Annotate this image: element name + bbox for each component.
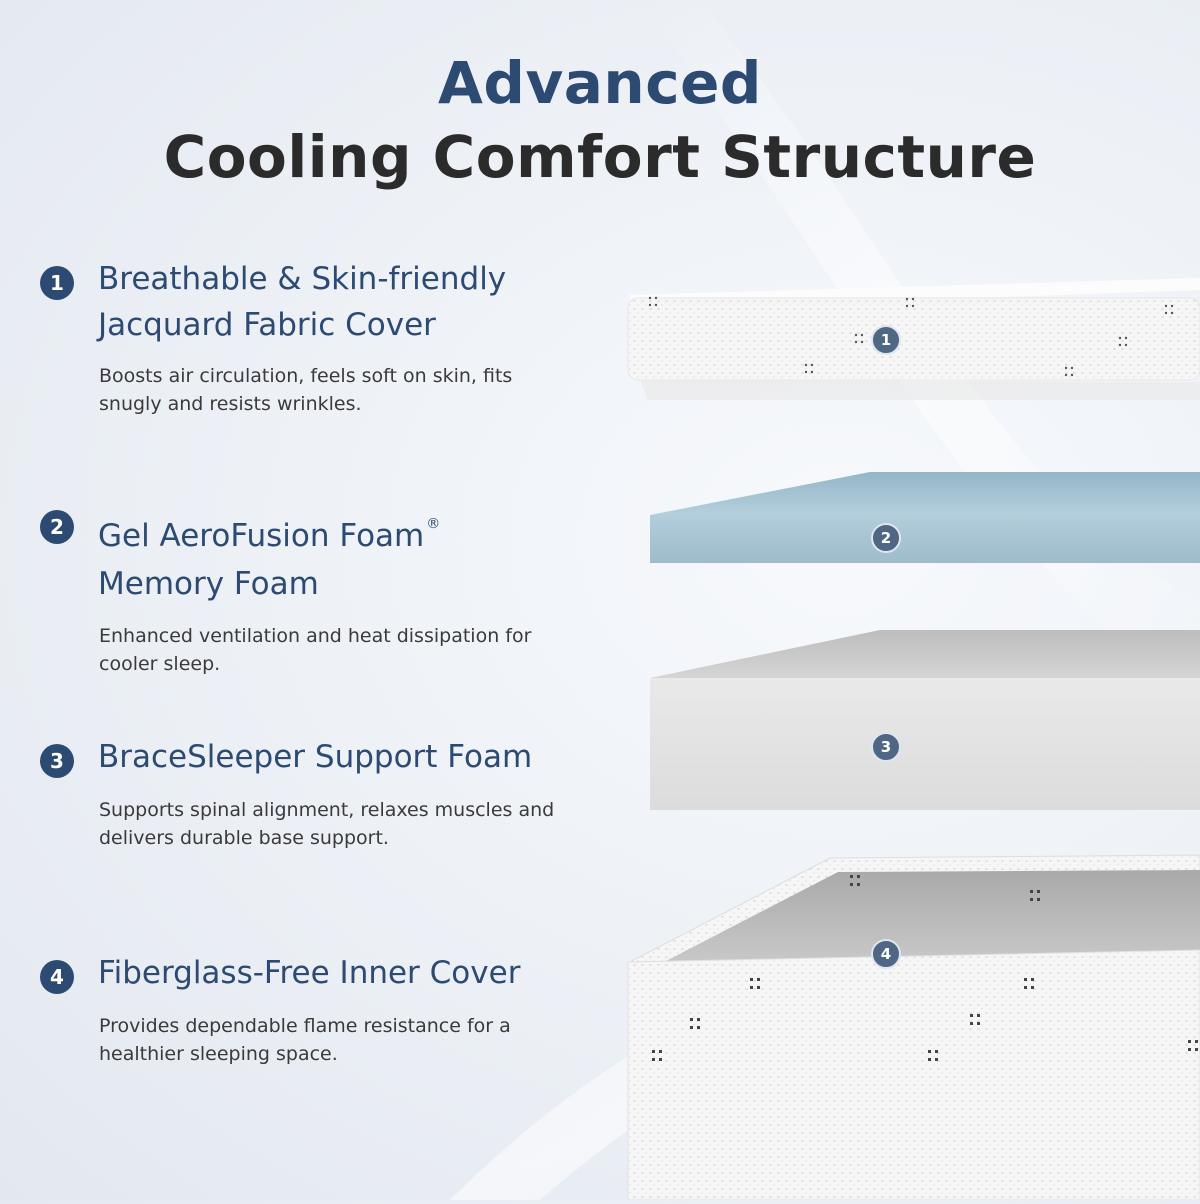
feature-support-foam: 3 BraceSleeper Support Foam Supports spi… [40,734,600,852]
feature-inner-cover: 4 Fiberglass-Free Inner Cover Provides d… [40,950,600,1068]
feature-heading-line-1: Gel AeroFusion Foam [98,518,425,554]
layer-support-foam [650,630,1200,810]
feature-description: Enhanced ventilation and heat dissipatio… [99,625,532,675]
feature-fabric-cover: 1 Breathable & Skin-friendly Jacquard Fa… [40,256,600,418]
feature-heading: BraceSleeper Support Foam [98,734,600,780]
title-line-2: Cooling Comfort Structure [163,123,1037,191]
feature-heading: Fiberglass-Free Inner Cover [98,950,600,996]
feature-heading: Gel AeroFusion Foam® Memory Foam [98,500,600,608]
feature-heading-line-1: Breathable & Skin-friendly [98,261,507,297]
layer-badge-2: 2 [871,523,901,553]
mattress-layers-illustration: 1 2 3 4 [600,250,1200,1201]
layer-badge-3: 3 [871,732,901,762]
layer-inner-cover [627,854,1200,1201]
numbered-circle-icon: 4 [40,960,74,994]
feature-description: Provides dependable flame resistance for… [99,1015,511,1065]
feature-gel-foam: 2 Gel AeroFusion Foam® Memory Foam Enhan… [40,500,600,678]
feature-heading-line-1: Fiberglass-Free Inner Cover [98,955,521,991]
numbered-circle-icon: 2 [40,510,74,544]
feature-heading: Breathable & Skin-friendly Jacquard Fabr… [98,256,600,348]
title-line-1: Advanced [438,49,762,117]
registered-mark: ® [426,516,441,532]
feature-description: Supports spinal alignment, relaxes muscl… [99,799,555,849]
feature-heading-line-1: BraceSleeper Support Foam [98,739,533,775]
feature-heading-line-2: Jacquard Fabric Cover [98,307,436,343]
feature-description: Boosts air circulation, feels soft on sk… [99,365,513,415]
mattress-layers-graphic [627,278,1200,1201]
layer-badge-1: 1 [871,325,901,355]
layer-gel-foam [650,472,1200,563]
numbered-circle-icon: 3 [40,744,74,778]
layer-fabric-cover [627,278,1200,400]
numbered-circle-icon: 1 [40,266,74,300]
feature-heading-line-2: Memory Foam [98,566,319,602]
layer-badge-4: 4 [871,939,901,969]
page-title: Advanced Cooling Comfort Structure [0,48,1200,196]
